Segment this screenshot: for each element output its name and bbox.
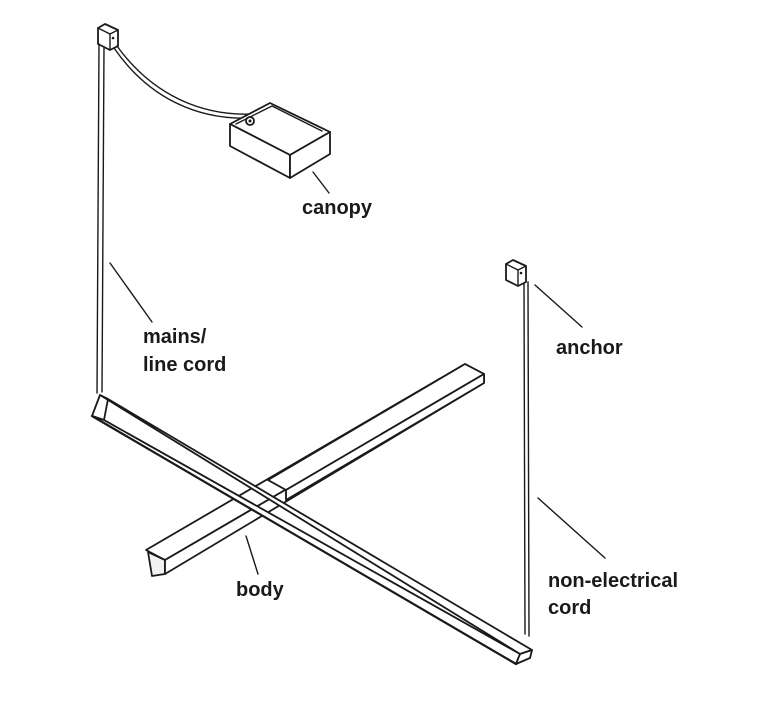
label-nonelectrical-line2: cord [548,597,591,619]
mains-cord [96,43,105,394]
body-front-bar [90,394,533,666]
label-canopy: canopy [302,197,373,219]
label-body: body [236,579,285,601]
nonelectrical-cord [523,281,530,637]
leader-mains [109,262,153,323]
label-mains-line1: mains/ [143,326,207,348]
leader-lines [109,171,606,575]
leader-anchor [534,284,583,328]
label-mains-line2: line cord [143,354,226,376]
leader-body [245,535,259,575]
body-back-bar-upper [267,363,485,501]
mains-bracket [97,23,119,51]
canopy-box [229,102,331,179]
canopy-cable [113,45,253,119]
anchor-bracket [505,259,527,287]
leader-canopy [312,171,330,194]
label-anchor: anchor [556,337,623,359]
leader-nonelectrical [537,497,606,559]
label-nonelectrical-line1: non-electrical [548,570,678,592]
